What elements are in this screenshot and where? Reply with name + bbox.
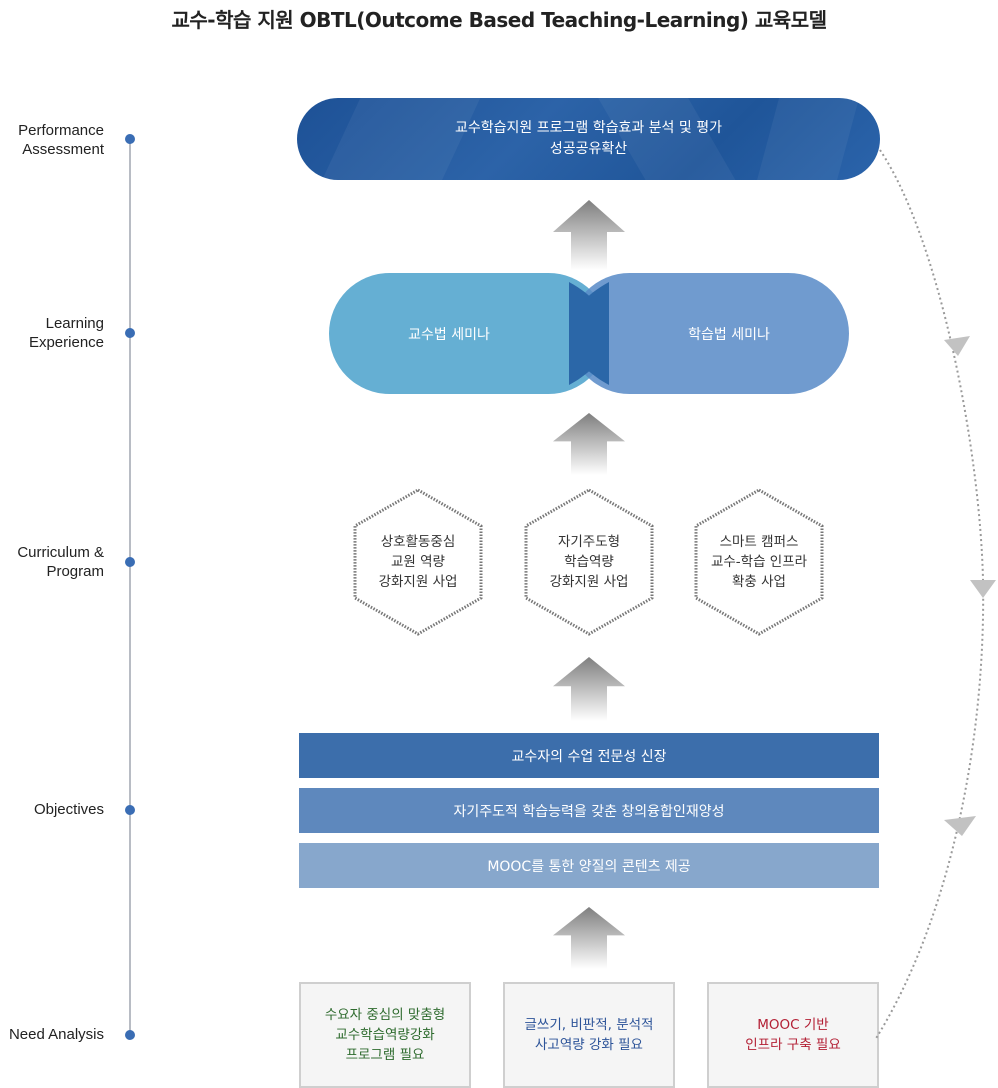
seminar-overlap [569,282,609,385]
need-1-line-3: 프로그램 필요 [345,1047,425,1063]
curve-arrowhead-icon [970,580,996,598]
performance-assessment-pill: 교수학습지원 프로그램 학습효과 분석 및 평가 성공공유확산 [297,98,880,180]
stage-label-curriculum: Curriculum & Program [17,544,104,580]
program-2-line-3: 강화지원 사업 [549,574,629,590]
program-hexagon-2: 자기주도형 학습역량 강화지원 사업 [524,488,654,636]
program-hexagon-1: 상호활동중심 교원 역량 강화지원 사업 [353,488,483,636]
stage-dot-need-analysis [125,1030,135,1040]
objective-bar-2: 자기주도적 학습능력을 갖춘 창의융합인재양성 [299,788,879,833]
need-2-line-1: 글쓰기, 비판적, 분석적 [524,1017,654,1033]
stage-label-performance: Performance Assessment [18,122,104,158]
need-3-line-1: MOOC 기반 [757,1017,829,1033]
up-arrow-icon [553,907,625,969]
program-3-line-2: 교수-학습 인프라 [710,554,808,570]
objective-bar-1: 교수자의 수업 전문성 신장 [299,733,879,778]
stage-label-objectives: Objectives [33,801,104,818]
teaching-seminar-pill [329,273,609,394]
program-2-line-2: 학습역량 [564,554,614,570]
need-box-2: 글쓰기, 비판적, 분석적 사고역량 강화 필요 [503,982,675,1088]
stage-dot-curriculum [125,557,135,567]
timeline-line [129,139,131,1035]
performance-line-1: 교수학습지원 프로그램 학습효과 분석 및 평가 [455,120,722,136]
need-1-line-2: 교수학습역량강화 [335,1027,435,1043]
need-box-3: MOOC 기반 인프라 구축 필요 [707,982,879,1088]
performance-line-2: 성공공유확산 [549,141,628,157]
need-2-line-2: 사고역량 강화 필요 [535,1037,643,1053]
objective-bar-3: MOOC를 통한 양질의 콘텐츠 제공 [299,843,879,888]
program-3-line-3: 확충 사업 [732,574,786,590]
need-3-line-2: 인프라 구축 필요 [745,1037,841,1053]
program-3-line-1: 스마트 캠퍼스 [719,534,799,550]
stage-dot-performance [125,134,135,144]
stage-label-need-analysis: Need Analysis [8,1026,104,1043]
program-2-line-1: 자기주도형 [557,534,621,550]
program-hexagon-3: 스마트 캠퍼스 교수-학습 인프라 확충 사업 [694,488,824,636]
program-1-line-3: 강화지원 사업 [378,574,458,590]
program-1-line-1: 상호활동중심 [380,534,456,550]
page-title: 교수-학습 지원 OBTL(Outcome Based Teaching-Lea… [171,8,827,32]
curve-arrowhead-icon [944,336,970,356]
up-arrow-icon [553,200,625,270]
stage-dot-objectives [125,805,135,815]
stage-label-learning: Learning Experience [28,315,104,351]
teaching-seminar-label: 교수법 세미나 [408,326,490,343]
need-1-line-1: 수요자 중심의 맞춤형 [324,1007,446,1023]
learning-seminar-pill [569,273,849,394]
program-1-line-2: 교원 역량 [391,554,445,570]
curve-arrowhead-icon [944,816,976,836]
up-arrow-icon [553,413,625,475]
feedback-loop-curve [874,149,996,1041]
need-box-1: 수요자 중심의 맞춤형 교수학습역량강화 프로그램 필요 [299,982,471,1088]
stage-dot-learning [125,328,135,338]
up-arrow-icon [553,657,625,721]
learning-seminar-label: 학습법 세미나 [688,326,770,343]
